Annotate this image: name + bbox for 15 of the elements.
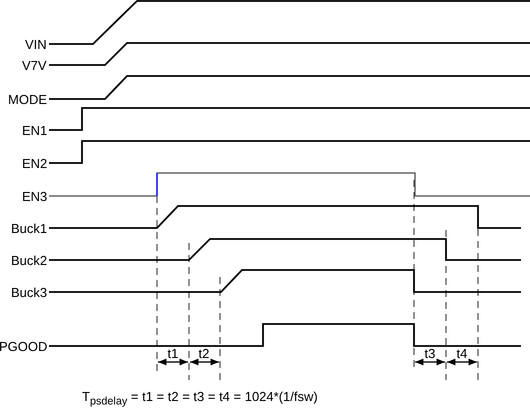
signal-label: EN1 bbox=[22, 123, 48, 138]
signal-label: Buck1 bbox=[11, 221, 48, 236]
interval-label: t1 bbox=[168, 346, 178, 361]
signal-label: Buck2 bbox=[11, 253, 48, 268]
signal-label: V7V bbox=[22, 58, 47, 73]
formula: T$_{psdelay}$ = t1 = t2 = t3 = t4 = 1024*(1/fsw) bbox=[82, 389, 318, 408]
signal-label: Buck3 bbox=[11, 285, 48, 300]
interval-label: t3 bbox=[424, 346, 436, 361]
interval-label: t2 bbox=[198, 346, 210, 361]
signal-label: EN2 bbox=[22, 156, 48, 171]
signal-label: EN3 bbox=[22, 189, 48, 204]
signal-label: MODE bbox=[8, 92, 47, 107]
interval-label: t4 bbox=[456, 346, 468, 361]
signal-label: VIN bbox=[25, 37, 47, 52]
signal-label: PGOOD bbox=[0, 339, 48, 354]
